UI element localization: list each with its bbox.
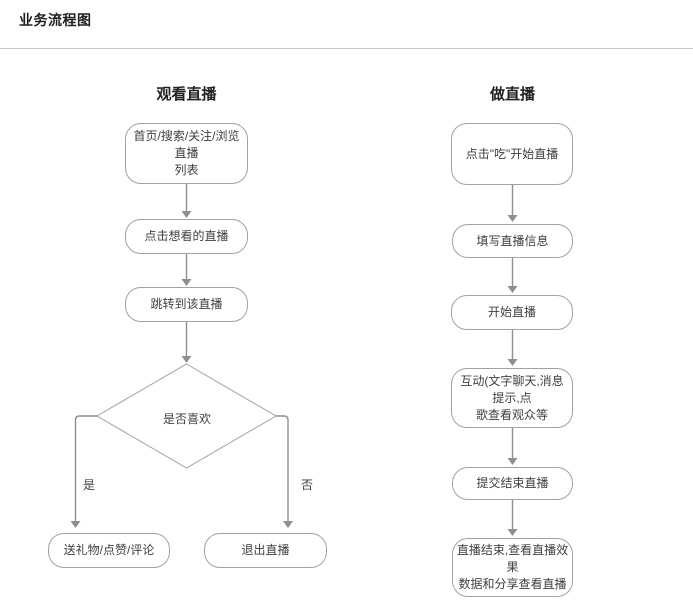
arrow-head-yes <box>70 521 81 528</box>
arrow-head-jump-decision <box>181 356 192 363</box>
node-browse-list: 首页/搜索/关注/浏览直播 列表 <box>125 123 248 184</box>
branch-label-yes: 是 <box>83 478 96 492</box>
node-interact: 互动(文字聊天,消息提示,点 歌查看观众等 <box>451 368 573 428</box>
branch-label-no: 否 <box>301 478 314 492</box>
node-click-stream: 点击想看的直播 <box>125 219 248 254</box>
decision-diamond <box>96 363 277 469</box>
branch-line-yes <box>74 415 97 522</box>
node-exit-stream: 退出直播 <box>204 533 327 568</box>
host-flow-header: 做直播 <box>489 86 535 103</box>
node-submit-end-stream: 提交结束直播 <box>452 467 573 500</box>
arrow-head-golive-interact <box>507 359 518 366</box>
node-review-stream-data: 直播结束,查看直播效果 数据和分享查看直播 <box>452 538 573 597</box>
header-divider <box>0 48 693 49</box>
page-title: 业务流程图 <box>19 12 92 28</box>
node-tap-start-stream: 点击"吃"开始直播 <box>451 123 573 185</box>
node-start-stream: 开始直播 <box>451 295 573 330</box>
node-send-gift: 送礼物/点赞/评论 <box>48 533 170 568</box>
arrow-head-tapstart-fillinfo <box>507 215 518 222</box>
arrow-head-fillinfo-golive <box>507 286 518 293</box>
arrow-head-interact-submitend <box>507 458 518 465</box>
node-decision-like: 是否喜欢 <box>162 412 211 426</box>
arrow-head-no <box>283 521 293 528</box>
node-jump-stream: 跳转到该直播 <box>125 287 248 322</box>
branch-line-no <box>276 415 289 522</box>
arrow-head-click-jump <box>181 279 192 286</box>
watch-flow-header: 观看直播 <box>156 86 217 103</box>
arrow-head-browse-click <box>181 211 192 218</box>
node-fill-stream-info: 填写直播信息 <box>452 224 573 258</box>
arrow-head-submitend-review <box>507 529 518 536</box>
